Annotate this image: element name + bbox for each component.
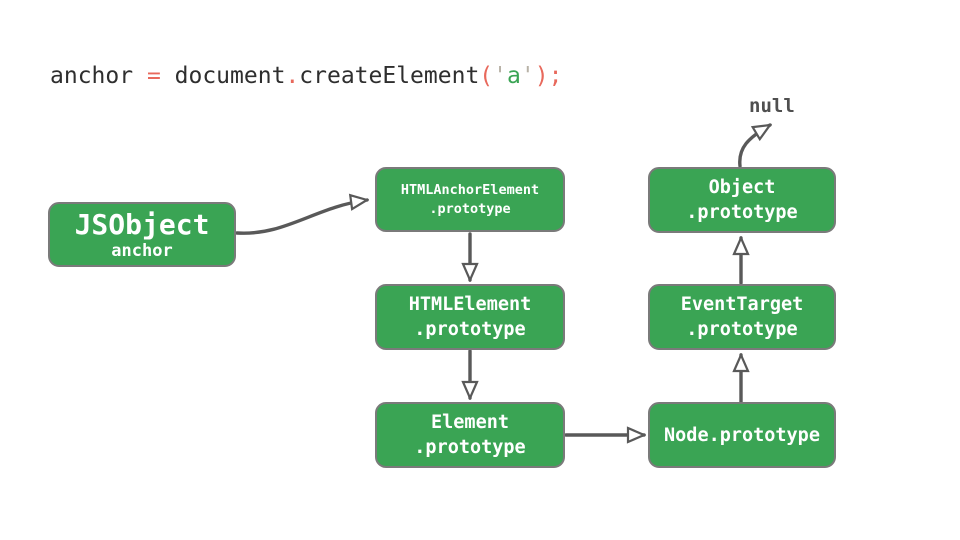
code-token-open-paren: ( (479, 63, 494, 89)
box-label-line1: HTMLAnchorElement (400, 181, 540, 198)
arrow-object-to-null (738, 123, 770, 168)
box-htmlanchorelement-prototype: HTMLAnchorElement .prototype (375, 167, 565, 232)
box-label-line1: Element (431, 412, 509, 433)
box-label-line2: .prototype (686, 319, 798, 340)
box-label-line2: .prototype (686, 202, 798, 223)
box-label-line2: .prototype (429, 200, 511, 217)
code-token-close-paren: ) (534, 63, 549, 89)
jsobject-subtitle: anchor (111, 240, 173, 261)
code-token-method: createElement (299, 63, 480, 89)
code-token-open-quote: ' (493, 63, 508, 89)
box-label-line2: .prototype (414, 437, 526, 458)
code-line: anchor = document.createElement('a'); (50, 62, 562, 90)
box-eventtarget-prototype: EventTarget .prototype (648, 284, 836, 350)
code-token-string: a (507, 63, 521, 89)
box-label-line1: EventTarget (680, 294, 804, 315)
code-token-equals: = (146, 63, 161, 89)
box-label-line1: Node.prototype (664, 424, 820, 446)
box-label-line1: Object (708, 177, 776, 198)
code-token-variable: anchor (50, 63, 147, 89)
null-label: null (749, 95, 795, 117)
code-token-semicolon: ; (548, 63, 563, 89)
code-token-dot: . (285, 63, 300, 89)
box-jsobject-anchor: JSObject anchor (48, 202, 236, 267)
code-token-close-quote: ' (520, 63, 535, 89)
box-element-prototype: Element .prototype (375, 402, 565, 468)
arrow-jsobject-to-htmlanchorelement (235, 200, 367, 235)
box-node-prototype: Node.prototype (648, 402, 836, 468)
box-htmlelement-prototype: HTMLElement .prototype (375, 284, 565, 350)
box-label-line2: .prototype (414, 319, 526, 340)
jsobject-title: JSObject (74, 207, 210, 241)
box-label-line1: HTMLElement (408, 294, 532, 315)
box-object-prototype: Object .prototype (648, 167, 836, 233)
code-token-document: document (160, 63, 286, 89)
